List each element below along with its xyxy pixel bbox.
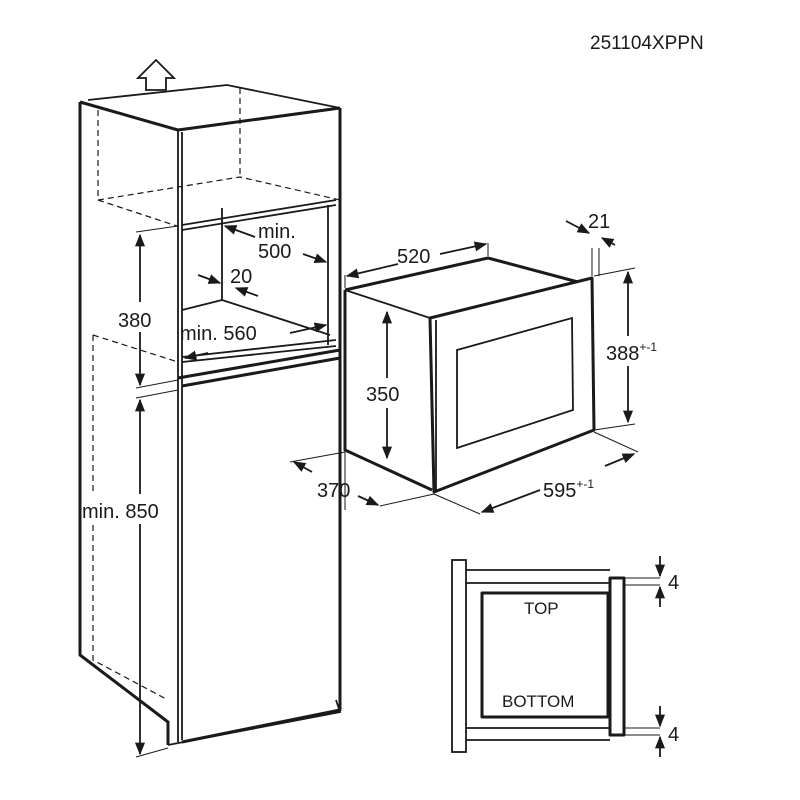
diagram-line bbox=[604, 336, 674, 366]
diagram-line bbox=[167, 699, 342, 746]
diagram-line bbox=[302, 253, 328, 264]
airflow-up-arrow-icon bbox=[135, 58, 177, 91]
bottom-label: BOTTOM bbox=[502, 692, 574, 711]
diagram-line bbox=[345, 263, 399, 279]
diagram-line bbox=[480, 489, 541, 513]
diagram-line bbox=[221, 299, 331, 336]
diagram-line bbox=[604, 453, 636, 467]
diagram-line bbox=[183, 350, 209, 361]
diagram-line bbox=[82, 494, 172, 524]
appliance-dimensions: 520 21 388+-1 350 370 595+-1 bbox=[289, 211, 674, 515]
diagram-line bbox=[289, 243, 639, 515]
diagram-line bbox=[292, 461, 313, 473]
section-detail: 4 4 TOP BOTTOM bbox=[451, 556, 679, 757]
niche-depth-value: 500 bbox=[258, 241, 291, 263]
diagram-line bbox=[565, 220, 591, 234]
diagram-line bbox=[344, 256, 579, 292]
diagram-line bbox=[177, 130, 183, 742]
diagram-line bbox=[364, 378, 410, 408]
body-height-label: 350 bbox=[366, 384, 399, 406]
diagram-line bbox=[181, 199, 337, 231]
niche-width-label: min. 560 bbox=[180, 323, 257, 345]
diagram-line bbox=[135, 225, 179, 758]
diagram-line bbox=[357, 495, 380, 506]
diagram-line bbox=[78, 102, 170, 745]
diagram-line bbox=[466, 569, 610, 741]
diagram-line bbox=[177, 348, 341, 388]
diagram-line bbox=[624, 577, 660, 736]
diagram-line bbox=[223, 225, 256, 238]
diagram-line bbox=[234, 287, 259, 297]
diagram-line bbox=[344, 289, 431, 319]
diagram-line bbox=[289, 322, 328, 334]
door-thickness-label: 21 bbox=[588, 211, 610, 233]
diagram-line bbox=[600, 237, 616, 248]
top-label: TOP bbox=[524, 599, 559, 618]
body-width-label: 370 bbox=[317, 480, 350, 502]
diagram-line bbox=[608, 576, 626, 737]
diagram-line bbox=[110, 302, 166, 332]
diagram-line bbox=[87, 84, 341, 109]
diagram-line bbox=[197, 274, 222, 284]
bottom-gap-label: 4 bbox=[668, 724, 679, 746]
niche-height-label: 380 bbox=[118, 310, 151, 332]
diagram-line bbox=[343, 290, 433, 492]
tall-cabinet bbox=[78, 84, 342, 746]
diagram-line bbox=[451, 559, 467, 753]
base-height-label: min. 850 bbox=[82, 501, 159, 523]
front-height-label: 388+-1 bbox=[606, 340, 657, 365]
diagram-line bbox=[97, 88, 341, 227]
diagram-line bbox=[79, 100, 341, 132]
depth-label: 520 bbox=[397, 246, 430, 268]
diagram-line bbox=[439, 241, 488, 255]
diagram-line bbox=[480, 591, 610, 719]
gap-label: 20 bbox=[230, 266, 252, 288]
niche-depth-prefix: min. bbox=[258, 221, 296, 243]
built-in-microwave bbox=[343, 256, 596, 494]
front-width-label: 595+-1 bbox=[543, 477, 594, 502]
model-code: 251104XPPN bbox=[590, 33, 704, 54]
cabinet-dimensions: 380 min. 850 min. 500 20 min. 560 bbox=[82, 221, 328, 758]
diagram-line bbox=[456, 316, 574, 450]
diagram-line bbox=[428, 276, 596, 494]
diagram-line bbox=[181, 339, 337, 363]
top-gap-label: 4 bbox=[668, 572, 679, 594]
